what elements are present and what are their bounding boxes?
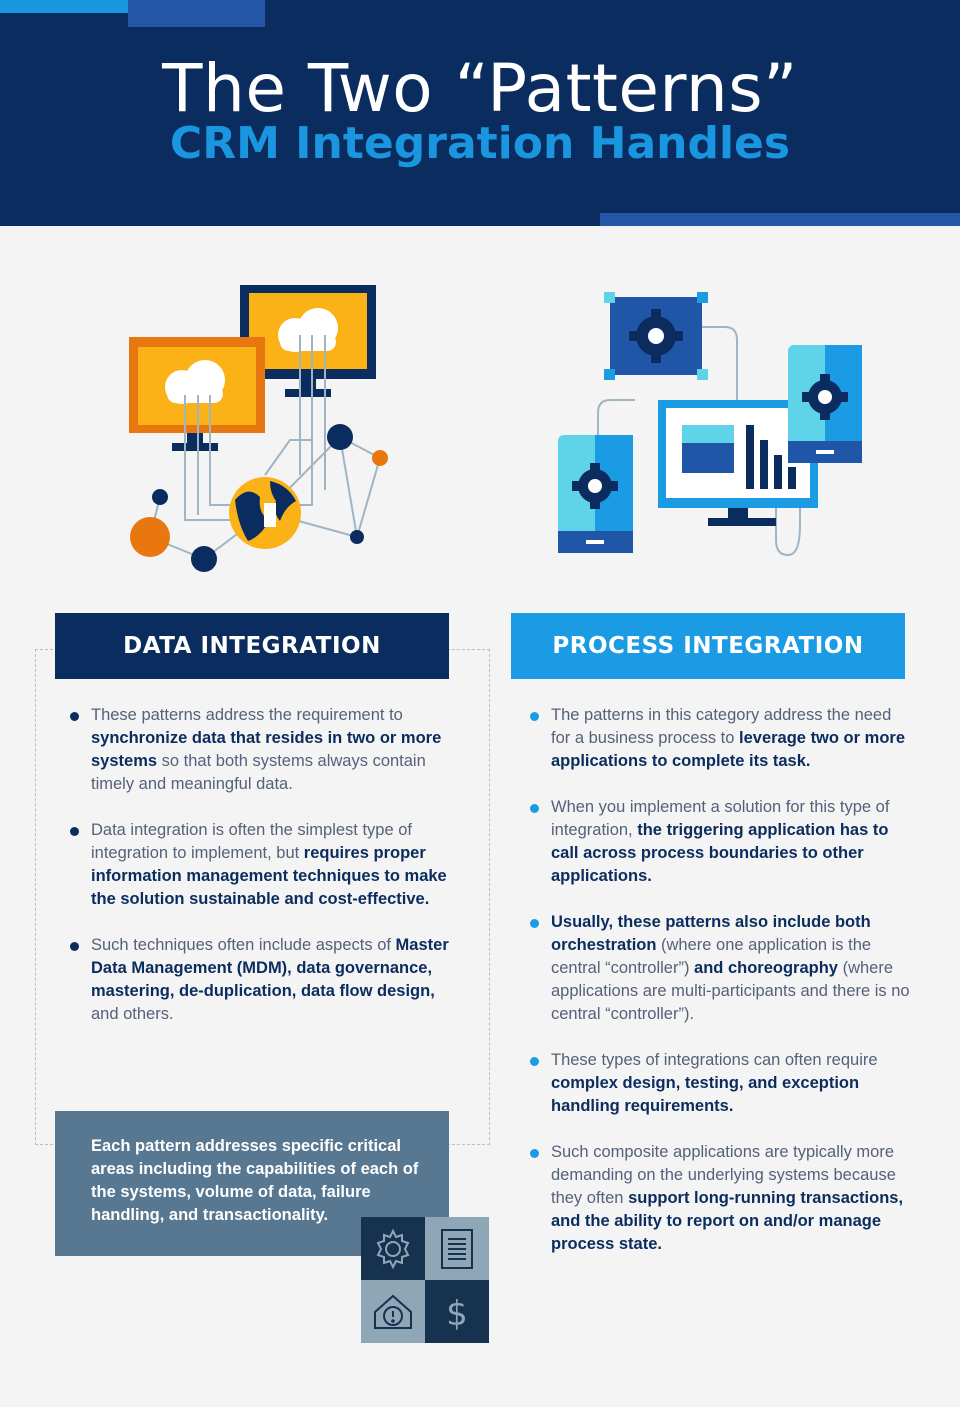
body-text: (where applications are multi-participan… xyxy=(551,959,910,1023)
page-subtitle: CRM Integration Handles xyxy=(169,118,791,169)
emphasis-text: support long-running transactions, and t… xyxy=(551,1189,904,1253)
process-integration-list: The patterns in this category address th… xyxy=(530,704,910,1256)
emphasis-text: Master Data Management (MDM), data gover… xyxy=(91,936,449,1000)
body-text: The patterns in this category address th… xyxy=(551,706,892,747)
dollar-icon: $ xyxy=(425,1280,489,1343)
list-item: When you implement a solution for this t… xyxy=(530,796,910,888)
decorative-bar xyxy=(128,0,265,27)
list-item: These patterns address the requirement t… xyxy=(70,704,450,796)
list-item: Such techniques often include aspects of… xyxy=(70,934,450,1026)
emphasis-text: synchronize data that resides in two or … xyxy=(91,729,442,770)
body-text: Data integration is often the simplest t… xyxy=(91,821,413,862)
phone-icon xyxy=(788,345,862,463)
body-text: and others. xyxy=(91,1005,174,1023)
body-text: (where one application is the central “c… xyxy=(551,936,872,977)
header-banner: The Two “Patterns” CRM Integration Handl… xyxy=(0,0,960,226)
emphasis-text: leverage two or more applications to com… xyxy=(551,729,905,770)
bar-chart-icon xyxy=(746,425,796,489)
warning-icon xyxy=(361,1280,425,1343)
svg-text:$: $ xyxy=(446,1294,468,1334)
body-text: These patterns address the requirement t… xyxy=(91,706,403,724)
data-integration-list: These patterns address the requirement t… xyxy=(70,704,450,1026)
body-text: Such techniques often include aspects of xyxy=(91,936,396,954)
emphasis-text: Usually, these patterns also include bot… xyxy=(551,913,871,954)
emphasis-text: and choreography xyxy=(694,959,838,977)
list-item: Usually, these patterns also include bot… xyxy=(530,911,910,1026)
cloud-icon xyxy=(165,360,225,404)
document-icon xyxy=(425,1217,489,1280)
gear-icon xyxy=(604,292,708,380)
emphasis-text: complex design, testing, and exception h… xyxy=(551,1074,860,1115)
process-integration-illustration xyxy=(550,285,880,570)
decorative-bar xyxy=(600,213,960,226)
cloud-icon xyxy=(278,308,338,352)
gear-icon xyxy=(361,1217,425,1280)
list-item: Data integration is often the simplest t… xyxy=(70,819,450,911)
data-integration-heading: DATA INTEGRATION xyxy=(55,613,449,679)
emphasis-text: the triggering application has to call a… xyxy=(551,821,889,885)
process-integration-heading: PROCESS INTEGRATION xyxy=(511,613,905,679)
list-item: The patterns in this category address th… xyxy=(530,704,910,773)
page-title: The Two “Patterns” xyxy=(162,50,798,127)
list-item: Such composite applications are typicall… xyxy=(530,1141,910,1256)
body-text: These types of integrations can often re… xyxy=(551,1051,878,1069)
body-text: When you implement a solution for this t… xyxy=(551,798,890,839)
data-integration-illustration xyxy=(120,275,400,585)
list-item: These types of integrations can often re… xyxy=(530,1049,910,1118)
icon-tile-grid: $ xyxy=(361,1217,489,1343)
decorative-bar xyxy=(0,0,128,13)
globe-icon xyxy=(229,477,301,549)
body-text: Such composite applications are typicall… xyxy=(551,1143,896,1207)
body-text: so that both systems always contain time… xyxy=(91,752,426,793)
phone-icon xyxy=(558,435,633,553)
emphasis-text: requires proper information management t… xyxy=(91,844,447,908)
